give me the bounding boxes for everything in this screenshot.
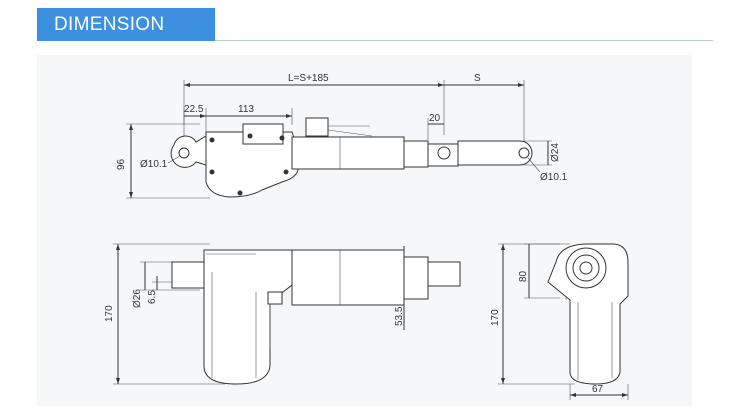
- side-height-label: 96: [116, 158, 127, 170]
- top-height-label: 170: [104, 305, 115, 322]
- end-dim-80-label: 80: [518, 270, 529, 282]
- top-dim-26-label: Ø26: [132, 289, 143, 308]
- dim-22-5-label: 22.5: [184, 104, 204, 115]
- side-view: L=S+185 S 22.5 113 20 96 Ø10.1: [116, 73, 568, 199]
- end-width-label: 67: [592, 384, 604, 395]
- total-length-label: L=S+185: [288, 73, 329, 84]
- header-divider: [37, 40, 713, 41]
- end-tube-outer: [565, 247, 607, 289]
- dim-113-label: 113: [238, 104, 254, 115]
- top-dim-6-5-label: 6.5: [147, 290, 158, 304]
- end-height-label: 170: [490, 309, 501, 326]
- stroke-label: S: [474, 73, 481, 84]
- end-tube-inner: [572, 254, 600, 282]
- rear-hole-label: Ø10.1: [140, 159, 168, 170]
- rear-mount-hole: [178, 147, 190, 159]
- rod-inner-circle: [437, 146, 451, 160]
- dim-20-label: 20: [429, 113, 441, 124]
- end-tube-core: [579, 261, 593, 275]
- front-hole-label: Ø10.1: [540, 172, 568, 183]
- front-mount-hole: [518, 147, 530, 159]
- rod-diameter-label: Ø24: [550, 143, 561, 162]
- top-view: 170 Ø26 6.5 53.5: [104, 243, 461, 385]
- section-title: DIMENSION: [37, 8, 215, 41]
- top-dim-53-5-label: 53.5: [394, 306, 405, 326]
- end-view: 170 80 67: [490, 243, 629, 400]
